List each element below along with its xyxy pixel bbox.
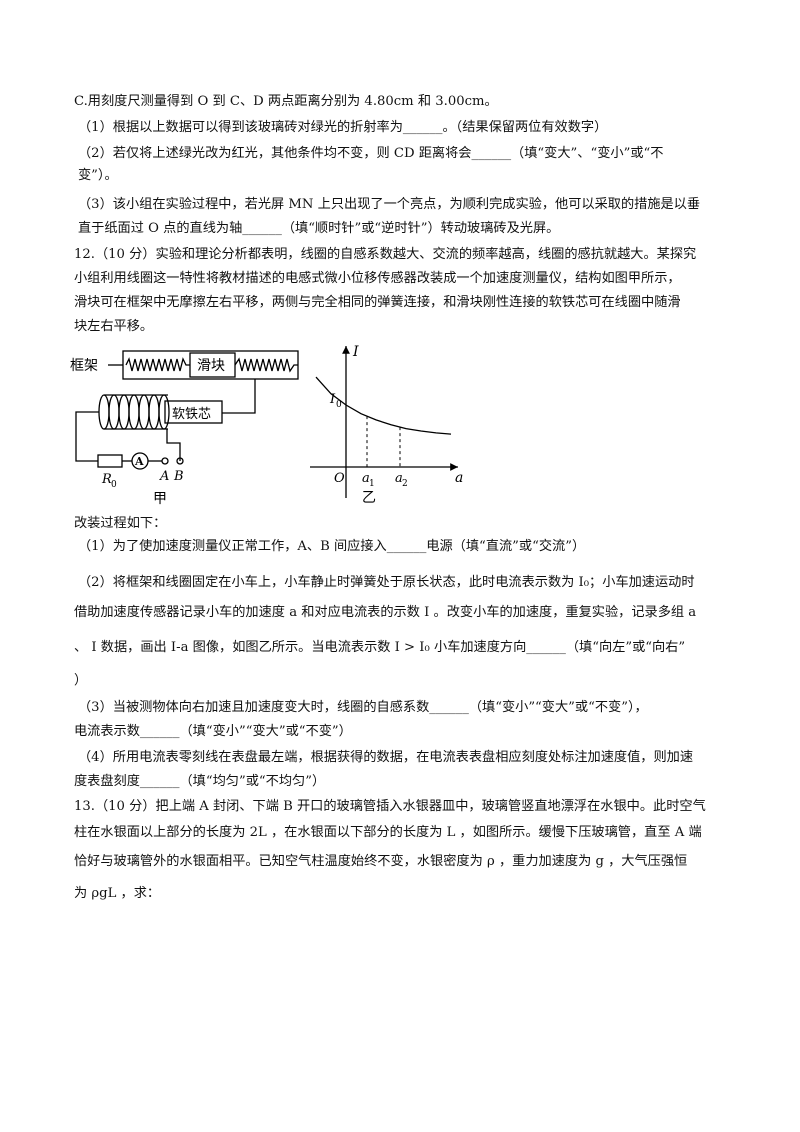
text-line: 借助加速度传感器记录小车的加速度 a 和对应电流表的示数 I 。改变小车的加速度… [74,605,697,620]
connecting-rod [222,379,256,414]
text-line: （1）根据以上数据可以得到该玻璃砖对绿光的折射率为______。（结果保留两位有… [78,120,608,135]
text-line: 柱在水银面以上部分的长度为 2L ，在水银面以下部分的长度为 L ，如图所示。缓… [74,825,702,840]
i-a-curve [315,376,452,435]
text-line: （2）将框架和线圈固定在小车上，小车静止时弹簧处于原长状态，此时电流表示数为 I… [78,575,695,590]
figure-jia-caption: 甲 [153,491,167,507]
text-line: 变”）。 [78,168,118,183]
text-line: （2）若仅将上述绿光改为红光，其他条件均不变，则 CD 距离将会______（填… [78,146,664,161]
text-line: 为 ρgL ，求： [74,886,161,901]
text-line: （3）当被测物体向右加速且加速度变大时，线圈的自感系数______（填“变小”“… [78,700,648,715]
r0-subscript: 0 [111,480,117,490]
circuit-wire-right [166,429,181,461]
figure-jia: 框架 滑块 软铁芯 A R 0 A B 甲 [70,350,299,507]
terminal-a [161,457,169,465]
text-line: 电流表示数______（填“变小”“变大”或“不变”） [74,724,352,739]
ammeter-label: A [134,455,144,468]
text-line: 度表盘刻度______（填“均匀”或“不均匀”） [74,774,326,789]
text-line: 块左右平移。 [74,319,154,334]
text-line: （4）所用电流表零刻线在表盘最左端，根据获得的数据，在电流表表盘相应刻度处标注加… [78,750,694,765]
marker-a2-label: a [395,471,403,486]
text-line: （3）该小组在实验过程中，若光屏 MN 上只出现了一个亮点，为顺利完成实验，他可… [78,197,701,212]
text-line: 直于纸面过 O 点的直线为轴______（填“顺时针”或“逆时针”）转动玻璃砖及… [78,221,560,236]
y-axis-label: I [352,344,359,360]
frame-label: 框架 [70,358,98,374]
question-13-stem: 13.（10 分）把上端 A 封闭、下端 B 开口的玻璃管插入水银器皿中，玻璃管… [74,799,706,814]
coil [98,394,170,430]
circuit-wire-left [75,411,99,462]
marker-a1-label: a [362,471,370,486]
text-line: 小组利用线圈这一特性将教材描述的电感式微小位移传感器改装成一个加速度测量仪，结构… [74,271,681,286]
r0-label: R [101,472,112,487]
i0-subscript: 0 [336,400,342,410]
i0-label: I [329,392,336,407]
marker-a2-subscript: 2 [402,479,408,489]
origin-label: O [334,471,345,486]
x-axis-label: a [455,470,463,486]
text-line: C.用刻度尺测量得到 O 到 C、D 两点距离分别为 4.80cm 和 3.00… [74,94,498,109]
terminal-b-label: B [173,469,184,484]
question-12-stem: 12.（10 分）实验和理论分析都表明，线圈的自感系数越大、交流的频率越高，线圈… [74,247,697,262]
text-line: （1）为了使加速度测量仪正常工作，A、B 间应接入______电源（填“直流”或… [78,539,586,554]
figure-yi-caption: 乙 [362,490,376,506]
marker-a1-subscript: 1 [369,479,375,489]
text-line: ） [74,673,88,688]
resistor-r0 [97,454,123,468]
soft-iron-core [164,400,223,424]
slider-label: 滑块 [197,357,225,374]
left-spring [125,357,190,372]
text-line: 改装过程如下： [74,516,167,531]
core-label: 软铁芯 [172,407,211,422]
text-line: 、 I 数据，画出 I-a 图像，如图乙所示。当电流表示数 I > I₀ 小车加… [74,640,686,655]
right-spring [234,357,298,373]
terminal-b [176,457,184,465]
text-line: 恰好与玻璃管外的水银面相平。已知空气柱温度始终不变，水银密度为 ρ ，重力加速度… [74,854,688,869]
text-line: 滑块可在框架中无摩擦左右平移，两侧与完全相同的弹簧连接，和滑块刚性连接的软铁芯可… [74,295,681,310]
terminal-a-label: A [159,469,169,484]
